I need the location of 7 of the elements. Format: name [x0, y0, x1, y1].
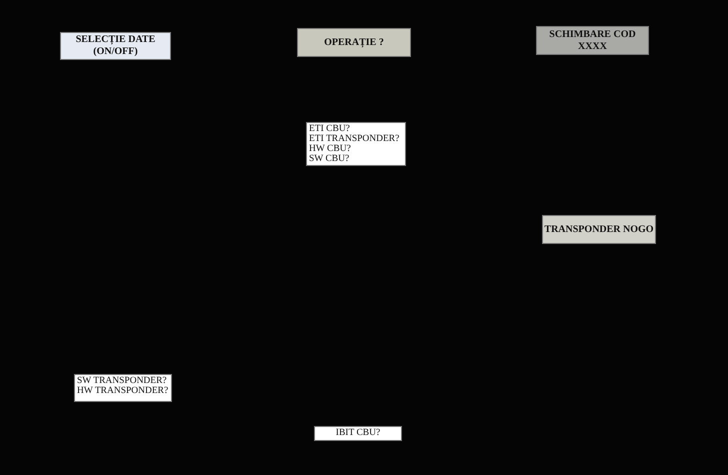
heading-box: OPERAȚIE ?: [297, 28, 411, 57]
question-box: IBIT CBU?: [314, 426, 402, 441]
heading-box: SELECȚIE DATE (ON/OFF): [60, 32, 171, 60]
heading-box: SCHIMBARE COD XXXX: [536, 26, 649, 55]
question-box: SW TRANSPONDER? HW TRANSPONDER?: [74, 374, 172, 402]
question-box: ETI CBU? ETI TRANSPONDER? HW CBU? SW CBU?: [306, 122, 406, 166]
heading-box: TRANSPONDER NOGO: [542, 215, 656, 244]
